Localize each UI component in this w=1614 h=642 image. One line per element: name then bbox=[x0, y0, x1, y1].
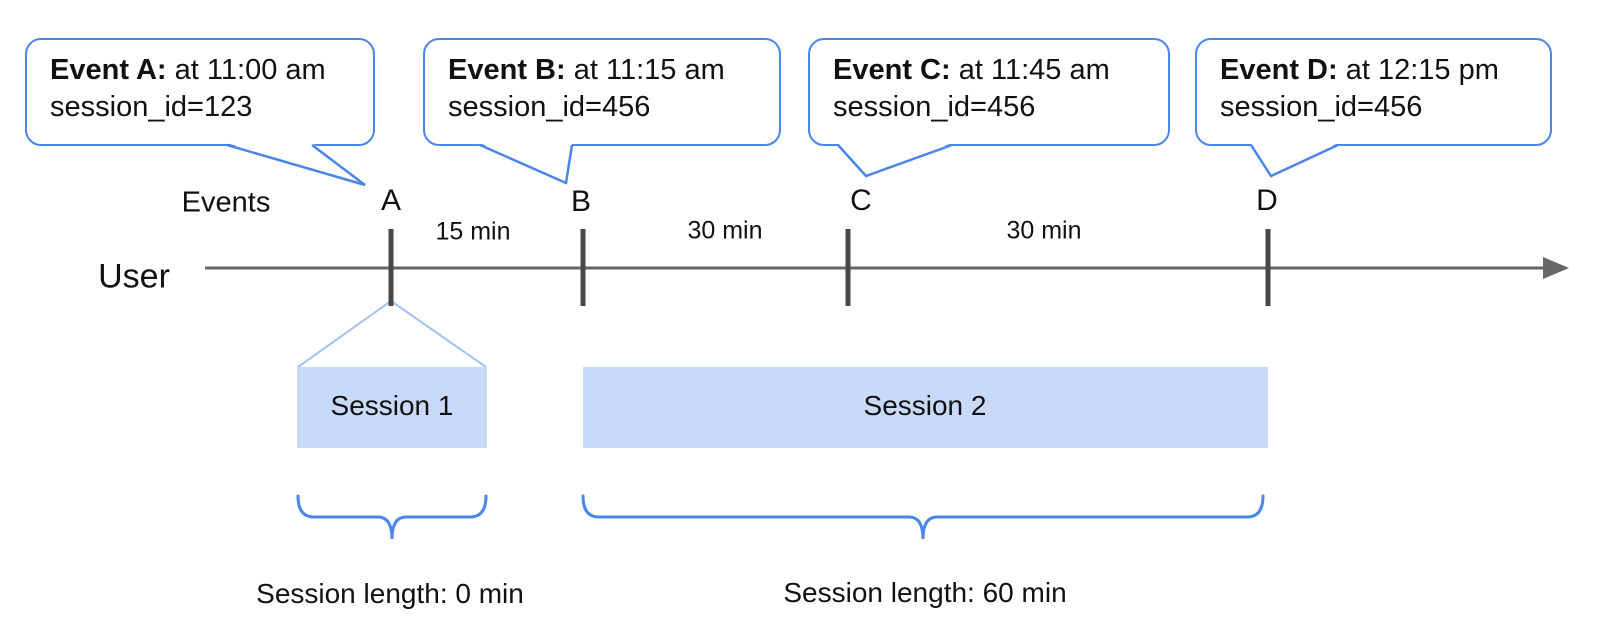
event-d-time: at 12:15 pm bbox=[1345, 54, 1499, 86]
gap-label-c-d: 30 min bbox=[1006, 216, 1082, 245]
event-d-session-id: session_id=456 bbox=[1220, 91, 1423, 123]
events-row-label: Events bbox=[181, 186, 271, 219]
event-b-callout: Event B:at 11:15 am session_id=456 bbox=[423, 38, 781, 146]
event-c-time: at 11:45 am bbox=[958, 54, 1110, 86]
event-a-time: at 11:00 am bbox=[174, 54, 326, 86]
event-marker-b: B bbox=[570, 185, 592, 218]
session-2-brace bbox=[581, 494, 1265, 540]
callout-line-1: Event A:at 11:00 am bbox=[50, 52, 373, 89]
session-1-brace bbox=[296, 494, 488, 540]
session-2-name: Session 2 bbox=[863, 390, 987, 421]
event-a-callout: Event A:at 11:00 am session_id=123 bbox=[25, 38, 375, 146]
callout-line-1: Event C:at 11:45 am bbox=[833, 52, 1168, 89]
session-1-name: Session 1 bbox=[330, 390, 454, 421]
session-2-box bbox=[583, 367, 1268, 448]
event-a-session-id: session_id=123 bbox=[50, 91, 253, 123]
event-a-label: Event A: bbox=[50, 54, 167, 86]
event-c-callout: Event C:at 11:45 am session_id=456 bbox=[808, 38, 1170, 146]
timeline-arrowhead-icon bbox=[1543, 257, 1569, 279]
event-d-callout: Event D:at 12:15 pm session_id=456 bbox=[1195, 38, 1552, 146]
event-b-session-id: session_id=456 bbox=[448, 91, 651, 123]
event-c-session-id: session_id=456 bbox=[833, 91, 1036, 123]
event-marker-c: C bbox=[850, 184, 872, 217]
session-funnel-lines bbox=[297, 300, 487, 368]
gap-label-a-b: 15 min bbox=[435, 217, 511, 246]
callout-line-1: Event D:at 12:15 pm bbox=[1220, 52, 1550, 89]
event-b-time: at 11:15 am bbox=[573, 54, 725, 86]
callout-line-1: Event B:at 11:15 am bbox=[448, 52, 779, 89]
session-1-box bbox=[297, 367, 487, 448]
session-2-length-label: Session length: 60 min bbox=[783, 577, 1067, 608]
event-d-label: Event D: bbox=[1220, 54, 1338, 86]
user-row-label: User bbox=[98, 257, 170, 296]
event-b-label: Event B: bbox=[448, 54, 566, 86]
event-marker-d: D bbox=[1256, 184, 1278, 217]
event-marker-a: A bbox=[380, 184, 402, 217]
gap-label-b-c: 30 min bbox=[687, 216, 763, 245]
session-1-length-label: Session length: 0 min bbox=[256, 578, 524, 609]
event-c-label: Event C: bbox=[833, 54, 951, 86]
